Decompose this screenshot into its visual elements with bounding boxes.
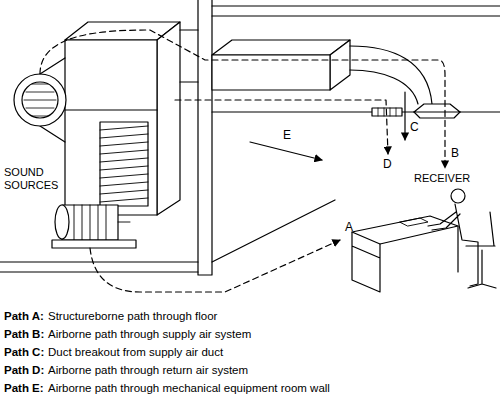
supply-duct-top: [212, 40, 350, 55]
supply-diffuser: [414, 104, 460, 112]
path-description: Structureborne path through floor: [48, 310, 217, 324]
fan-inlet: [22, 82, 58, 118]
path-key: Path B:: [4, 328, 44, 342]
receiver-label: RECEIVER: [414, 172, 470, 185]
path-key: Path A:: [4, 310, 44, 324]
path-letter: C: [410, 120, 419, 134]
motor-ribs: [74, 205, 130, 240]
duct-through-wall: [180, 30, 198, 82]
path-description: Duct breakout from supply air duct: [48, 346, 223, 360]
desk-top: [352, 216, 458, 244]
fan-blades: [24, 84, 56, 116]
path-description: Airborne path through supply air system: [48, 328, 251, 342]
ceiling-slab: [212, 6, 500, 16]
motor-base: [52, 240, 136, 248]
diffuser-face: [414, 112, 460, 118]
path-letter: E: [283, 128, 291, 142]
supply-duct-side: [330, 40, 350, 90]
path-letter: A: [345, 220, 353, 234]
path-d-arrow: [175, 100, 388, 154]
equipment-room-floor: [0, 262, 198, 272]
path-e-arrow: [250, 142, 322, 160]
path-key: Path E:: [4, 382, 44, 396]
receiver-head: [451, 189, 465, 203]
desk-paper: [400, 218, 428, 226]
receiver-body: [428, 204, 478, 286]
coil-grille: [100, 122, 148, 206]
equipment-room-wall: [198, 0, 212, 275]
path-description: Airborne path through mechanical equipme…: [48, 382, 330, 396]
path-key: Path C:: [4, 346, 44, 360]
path-letter: D: [383, 157, 392, 171]
flex-duct: [350, 46, 432, 104]
path-c-arrow: [404, 92, 405, 140]
fan-scroll: [14, 74, 66, 126]
desk-body: [352, 226, 458, 292]
air-handler-side: [157, 22, 180, 215]
source-label: SOUND SOURCES: [4, 166, 64, 192]
path-letter: B: [451, 146, 459, 160]
motor-end: [55, 205, 69, 239]
grille-slats: [100, 126, 148, 202]
path-key: Path D:: [4, 364, 44, 378]
path-description: Airborne path through return air system: [48, 364, 248, 378]
air-handler-seam: [65, 109, 157, 110]
office-chair: [466, 212, 496, 288]
path-b-arrow: [40, 30, 445, 168]
path-a-arrow: [90, 240, 340, 292]
air-handler-front: [65, 40, 157, 215]
office-floor-edge: [212, 200, 335, 262]
